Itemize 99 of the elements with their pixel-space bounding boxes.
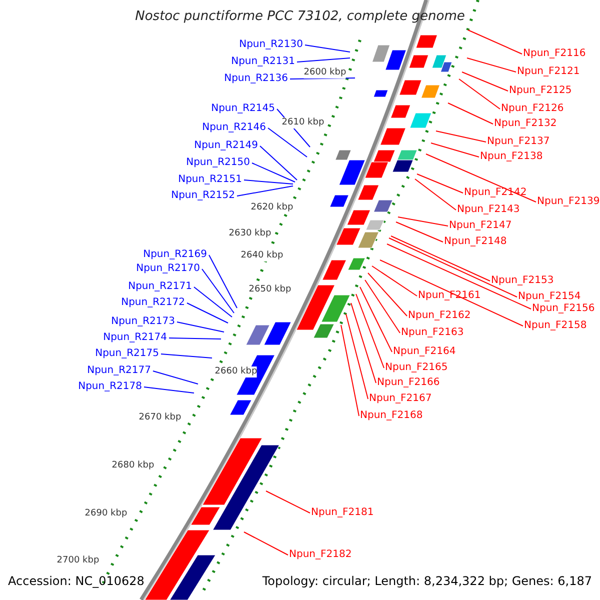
scale-label: 2630 kbp <box>228 228 272 240</box>
gene-label: Npun_R2149 <box>194 139 258 152</box>
gene-label: Npun_F2148 <box>444 235 507 248</box>
scale-label: 2600 kbp <box>304 68 346 78</box>
leader-line <box>340 324 360 416</box>
gene-label: Npun_F2138 <box>480 150 543 163</box>
leader-line <box>416 174 464 194</box>
gene-label: Npun_F2167 <box>369 392 432 405</box>
gene-label: Npun_R2130 <box>239 38 303 51</box>
leader-line <box>390 236 490 282</box>
gene-label: Npun_F2137 <box>487 135 550 148</box>
gene-label: Npun_R2146 <box>202 121 266 134</box>
scale-label: 2640 kbp <box>240 250 284 262</box>
gene-label: Npun_F2156 <box>532 302 595 315</box>
leader-line <box>380 260 524 326</box>
gene-label: Npun_F2126 <box>501 102 564 115</box>
scale-label: 2610 kbp <box>282 118 324 128</box>
gene-label: Npun_R2175 <box>95 347 159 360</box>
gene-label: Npun_R2178 <box>78 380 142 393</box>
gene-label: Npun_F2165 <box>385 361 448 374</box>
gene-label: Npun_R2172 <box>121 296 185 309</box>
gene-label: Npun_F2182 <box>289 548 352 561</box>
gene-label: Npun_F2164 <box>393 345 456 358</box>
leader-line <box>386 244 532 310</box>
scale-label: 2670 kbp <box>138 412 182 424</box>
leader-line <box>430 142 480 158</box>
leader-line <box>398 216 448 226</box>
gene-label: Npun_R2170 <box>136 262 200 275</box>
gene-label: Npun_F2163 <box>401 326 464 339</box>
leader-line <box>368 272 408 316</box>
leader-line <box>396 222 444 242</box>
leader-line <box>168 338 222 340</box>
leader-line <box>346 314 368 400</box>
gene-label: Npun_F2116 <box>523 47 586 60</box>
leader-line <box>448 102 494 124</box>
scale-label: 2690 kbp <box>84 508 128 520</box>
gene-label: Npun_F2154 <box>518 290 581 303</box>
leader-line <box>252 162 296 182</box>
gene-label: Npun_R2169 <box>143 248 207 261</box>
gene-label: Npun_R2131 <box>231 55 295 68</box>
gene-label: Npun_R2171 <box>128 280 192 293</box>
gene-label: Npun_F2121 <box>517 65 580 78</box>
gene-label: Npun_F2143 <box>457 203 520 216</box>
leader-line <box>244 532 288 556</box>
leader-line <box>388 238 518 298</box>
scale-label: 2650 kbp <box>248 284 292 296</box>
leader-line <box>144 386 194 394</box>
leader-line <box>372 266 418 296</box>
scale-label: 2660 kbp <box>214 366 258 378</box>
leader-line <box>458 78 500 110</box>
leader-line <box>296 58 350 62</box>
title: Nostoc punctiforme PCC 73102, complete genome <box>134 10 466 23</box>
gene-label: Npun_R2151 <box>178 173 242 186</box>
leader-line <box>176 322 224 332</box>
gene-label: Npun_F2125 <box>509 84 572 97</box>
leader-line <box>414 178 456 210</box>
gene-label: Npun_F2181 <box>311 506 374 519</box>
gene-label: Npun_F2168 <box>360 409 423 422</box>
leader-line <box>266 490 310 514</box>
footer-text: Accession: NC_010628 <box>8 575 144 588</box>
leader-line <box>152 370 198 384</box>
leader-line <box>304 44 350 52</box>
gene-label: Npun_F2139 <box>537 195 600 208</box>
leader-line <box>208 254 238 308</box>
leader-line <box>436 130 486 142</box>
leader-line <box>244 180 294 184</box>
leader-line <box>356 294 384 368</box>
leader-line <box>466 58 516 72</box>
leader-line <box>426 154 536 202</box>
leader-line <box>160 354 212 358</box>
leader-line <box>468 30 522 54</box>
leader-line <box>236 186 294 196</box>
leader-line <box>260 146 298 180</box>
footer-text: Topology: circular; Length: 8,234,322 bp; Genes: 6,187 <box>262 575 592 588</box>
gene-label: Npun_F2153 <box>491 274 554 287</box>
leader-line <box>194 286 232 318</box>
gene-label: Npun_R2145 <box>211 102 275 115</box>
leader-line <box>202 268 234 314</box>
leader-line <box>360 286 392 352</box>
scale-label: 2680 kbp <box>112 460 154 472</box>
gene-label: Npun_F2147 <box>449 219 512 232</box>
leader-line <box>364 280 400 334</box>
gene-label: Npun_R2136 <box>224 72 288 85</box>
scale-label: 2620 kbp <box>250 202 294 214</box>
scale-label: 2700 kbp <box>56 556 100 566</box>
leader-line <box>290 78 356 80</box>
gene-label: Npun_R2177 <box>87 364 151 377</box>
leader-line <box>462 72 508 92</box>
gene-label: Npun_F2162 <box>408 309 471 322</box>
leader-line <box>268 128 308 158</box>
gene-label: Npun_F2158 <box>524 319 587 332</box>
gene-label: Npun_R2152 <box>171 189 235 202</box>
gene-label: Npun_R2173 <box>111 315 175 328</box>
leader-line <box>186 302 228 324</box>
gene-label: Npun_R2150 <box>186 156 250 169</box>
gene-label: Npun_F2132 <box>494 117 557 130</box>
gene-label: Npun_F2166 <box>377 376 440 389</box>
gene-label: Npun_R2174 <box>103 331 167 344</box>
leader-line <box>350 302 376 384</box>
